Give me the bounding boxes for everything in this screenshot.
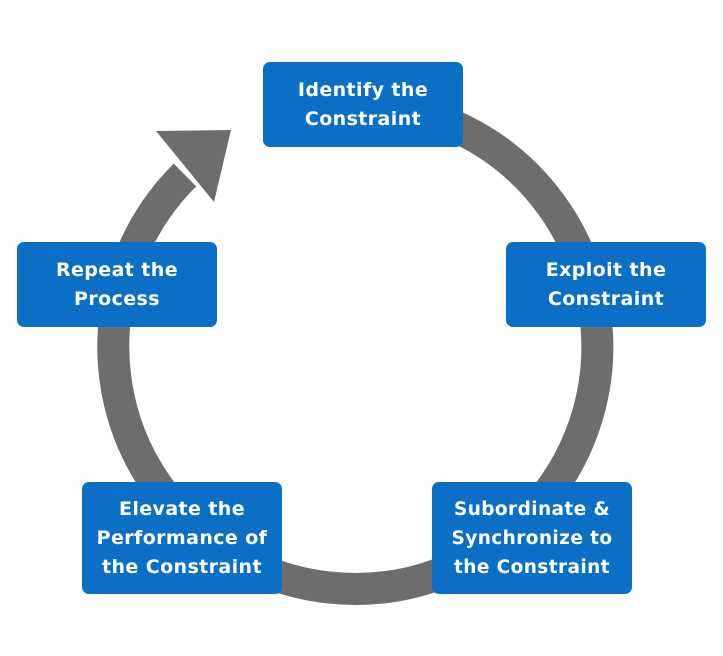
step-repeat-process: Repeat the Process	[17, 242, 217, 327]
step-exploit-constraint: Exploit the Constraint	[506, 242, 706, 327]
step-elevate-performance: Elevate the Performance of the Constrain…	[82, 482, 282, 594]
step-elevate-label: Elevate the Performance of the Constrain…	[96, 497, 268, 578]
step-identify-constraint: Identify the Constraint	[263, 62, 463, 147]
step-exploit-label: Exploit the Constraint	[545, 258, 667, 310]
step-subordinate-synchronize: Subordinate & Synchronize to the Constra…	[432, 482, 632, 594]
step-subordinate-label: Subordinate & Synchronize to the Constra…	[451, 498, 613, 578]
step-repeat-label: Repeat the Process	[55, 258, 179, 310]
step-identify-label: Identify the Constraint	[297, 78, 429, 130]
cycle-arrowhead-icon	[156, 130, 231, 202]
